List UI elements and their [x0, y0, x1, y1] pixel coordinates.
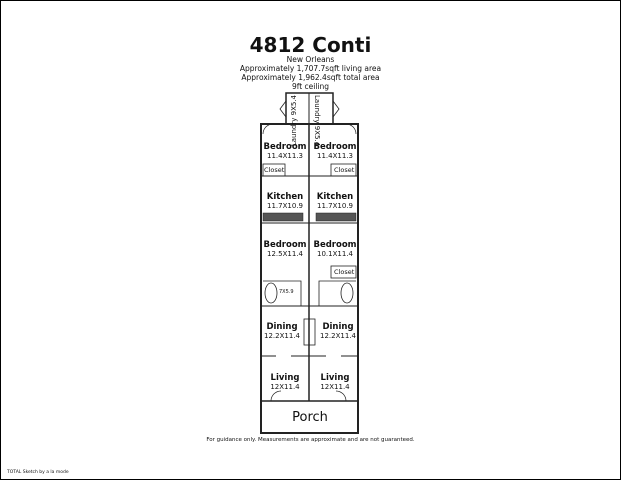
ceiling-height: 9ft ceiling	[291, 82, 330, 91]
closet-right2-label: Closet	[334, 268, 355, 276]
laundry-left-label: Laundry 9X5.4	[290, 95, 298, 147]
plan-title: 4812 Conti	[249, 33, 372, 57]
closet-right-label: Closet	[334, 166, 355, 174]
living-area: Approximately 1,707.7sqft living area	[239, 64, 382, 73]
disclaimer: For guidance only. Measurements are appr…	[206, 437, 415, 443]
porch-label: Porch	[292, 410, 328, 425]
city: New Orleans	[286, 55, 335, 64]
bath-left-label: 7X5.9	[279, 289, 294, 295]
credit: TOTAL Sketch by a la mode	[7, 470, 69, 475]
closet-left-label: Closet	[264, 166, 285, 174]
total-area: Approximately 1,962.4sqft total area	[241, 73, 380, 82]
laundry-right-label: Laundry 9X5.4	[313, 95, 321, 147]
